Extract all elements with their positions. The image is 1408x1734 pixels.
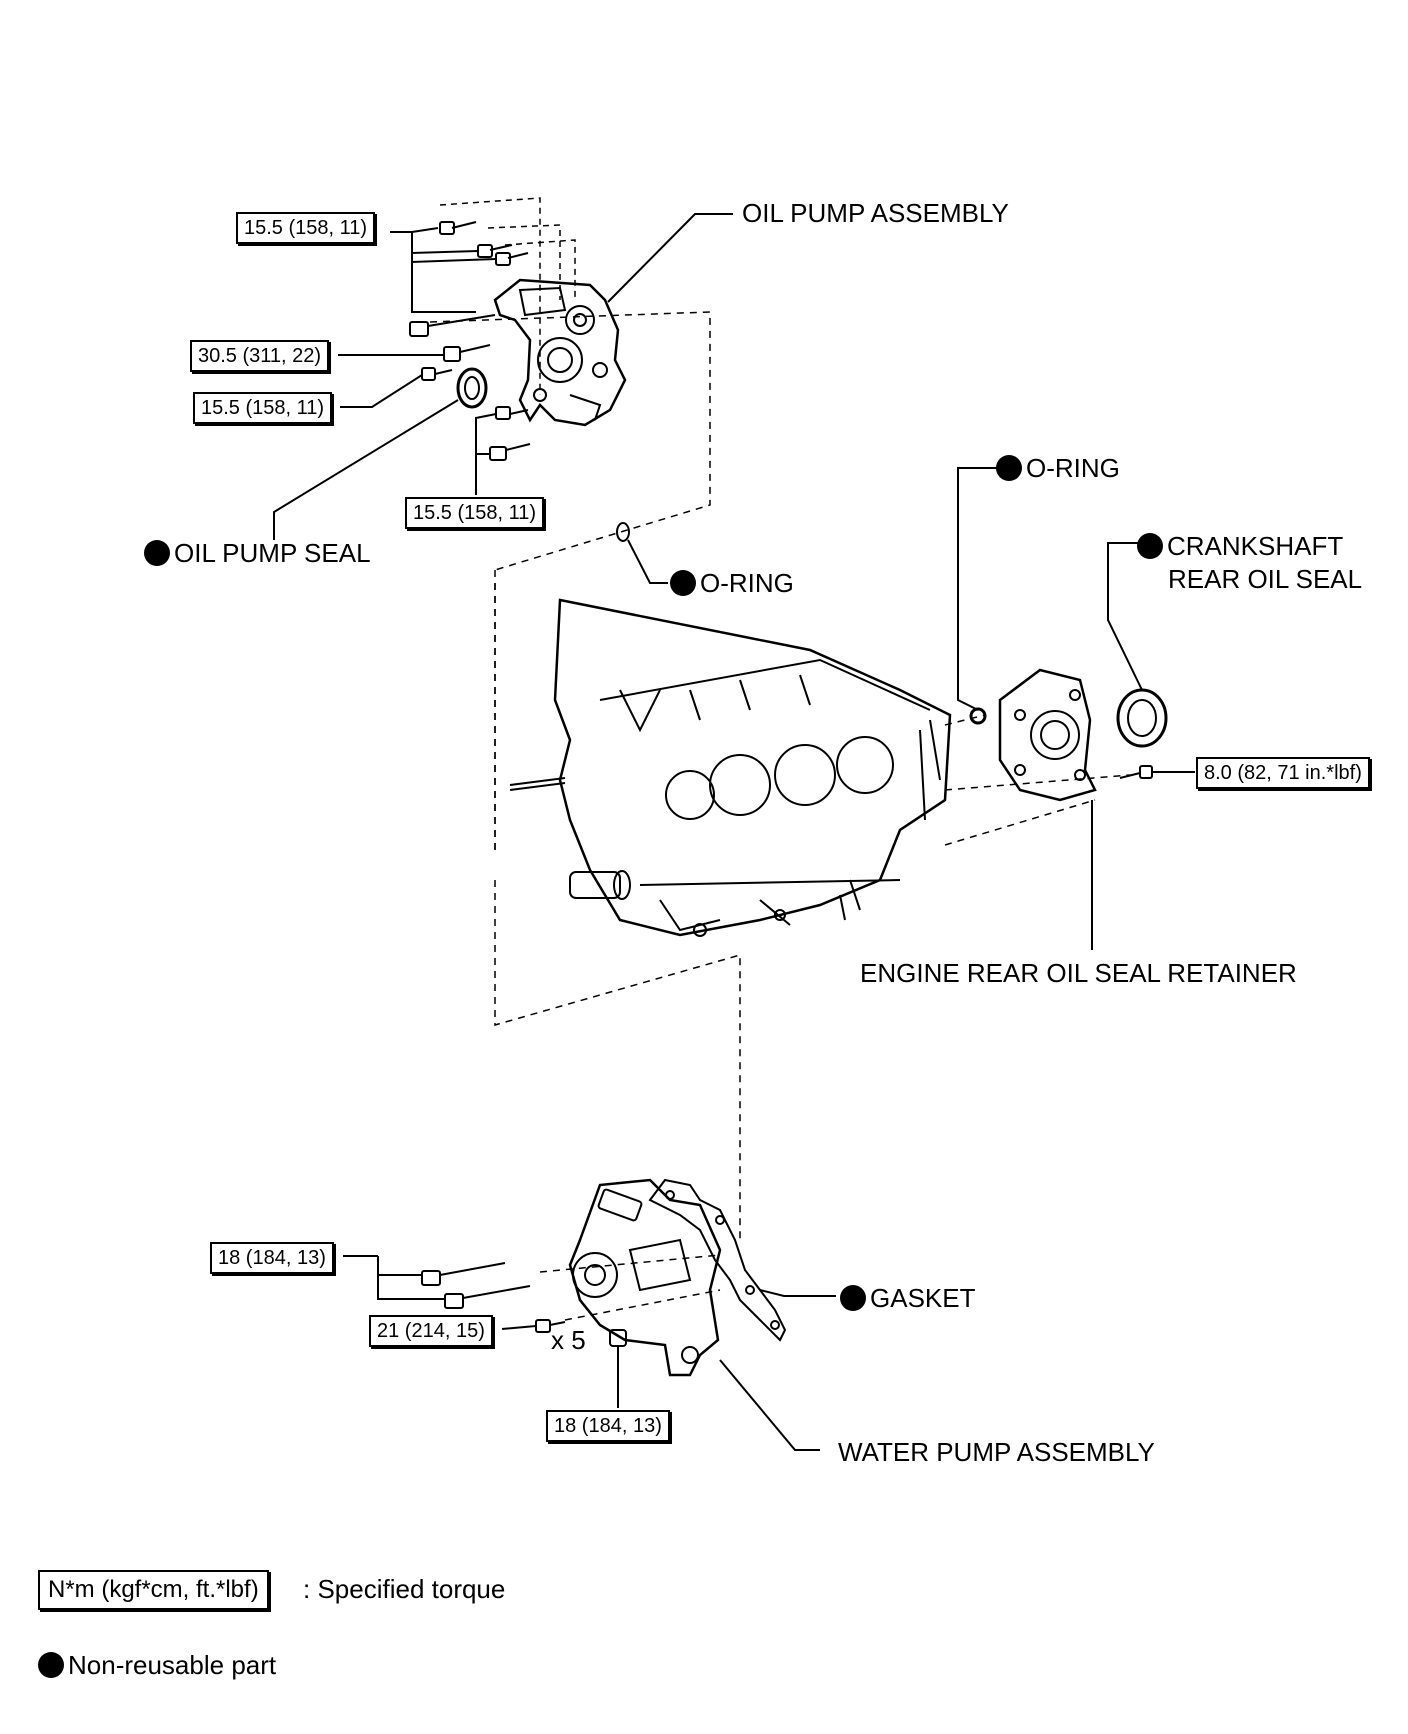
leader-lines — [273, 213, 1195, 1451]
x5-label: x 5 — [551, 1325, 586, 1355]
torque-oil-pump-top: 15.5 (158, 11) — [236, 212, 376, 244]
non-reusable-dot-icon — [1137, 533, 1163, 559]
non-reusable-dot-icon — [144, 540, 170, 566]
oil-pump-seal-label: OIL PUMP SEAL — [144, 538, 371, 568]
non-reusable-dot-icon — [996, 455, 1022, 481]
engine-block-drawing — [494, 580, 1131, 1240]
non-reusable-dot-icon — [38, 1652, 64, 1678]
crankshaft-rear-oil-seal-drawing — [1116, 688, 1168, 748]
torque-water-pump-bolts: 21 (214, 15) — [369, 1315, 493, 1347]
rear-oil-seal-retainer-drawing — [998, 668, 1097, 802]
torque-water-pump-nut: 18 (184, 13) — [546, 1410, 670, 1442]
legend-non-reusable: Non-reusable part — [38, 1650, 276, 1680]
o-ring-right-drawing — [969, 707, 987, 725]
legend-torque-desc: : Specified torque — [303, 1574, 506, 1604]
torque-oil-pump-lower: 15.5 (158, 11) — [405, 497, 545, 529]
torque-oil-pump-left-bolt: 15.5 (158, 11) — [193, 392, 333, 424]
legend-torque-units-box: N*m (kgf*cm, ft.*lbf) — [38, 1570, 269, 1610]
o-ring-upper-label: O-RING — [670, 568, 794, 598]
retainer-bolt-drawing — [1119, 765, 1153, 779]
oil-pump-assembly-label: OIL PUMP ASSEMBLY — [742, 198, 1009, 228]
torque-oil-pump-long-bolt: 30.5 (311, 22) — [190, 340, 330, 372]
torque-water-pump-long-bolts: 18 (184, 13) — [210, 1242, 334, 1274]
water-pump-assembly-label: WATER PUMP ASSEMBLY — [838, 1437, 1155, 1467]
engine-rear-oil-seal-retainer-label: ENGINE REAR OIL SEAL RETAINER — [860, 958, 1297, 988]
non-reusable-dot-icon — [670, 570, 696, 596]
non-reusable-dot-icon — [840, 1285, 866, 1311]
crankshaft-rear-oil-seal-label: CRANKSHAFT REAR OIL SEAL — [1137, 530, 1362, 596]
o-ring-small-drawing — [616, 522, 630, 542]
torque-retainer-bolt: 8.0 (82, 71 in.*lbf) — [1196, 757, 1370, 789]
o-ring-right-label: O-RING — [996, 453, 1120, 483]
gasket-label: GASKET — [840, 1283, 975, 1313]
